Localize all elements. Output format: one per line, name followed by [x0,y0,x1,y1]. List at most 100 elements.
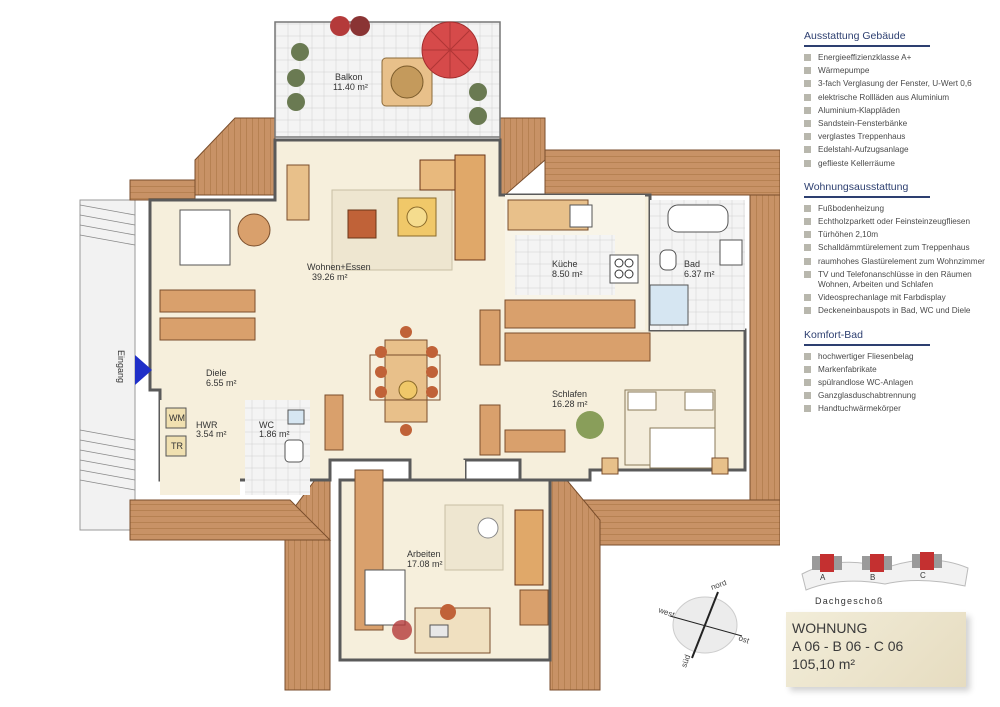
feature-text: verglastes Treppenhaus [818,132,906,142]
keyplan-building-c [912,552,942,570]
room-area-hwr: 3.54 m² [196,429,227,439]
bullet-icon [804,54,811,61]
feature-text: Aluminium-Klappläden [818,105,900,115]
bullet-icon [804,133,811,141]
floor-label: Dachgeschoß [815,596,884,606]
kitchen-furniture [507,199,639,284]
feature-text: Türhöhen 2,10m [818,230,879,240]
room-label-schlafen: Schlafen [552,389,587,399]
feature-text: raumhohes Glastürelement zum Wohnzimmer [818,256,985,266]
section-title-gebaeude: Ausstattung Gebäude [804,30,930,47]
room-area-schlafen: 16.28 m² [552,399,588,409]
feature-text: Edelstahl-Aufzugsanlage [818,145,909,155]
bullet-icon [804,159,811,167]
balcony [274,16,501,138]
feature-text: elektrische Rollläden aus Aluminium [818,92,950,102]
section-title-bad: Komfort-Bad [804,329,930,346]
feature-item: Ganzglasduschabtrennung [804,391,990,401]
feature-text: Deckeneinbauspots in Bad, WC und Diele [818,306,971,316]
bullet-icon [804,379,811,387]
bath-furniture [649,204,743,326]
list-gebaeude: Energieeffizienzklasse A+ Wärmepumpe 3-fac… [804,53,990,169]
compass: nord süd ost west [656,580,751,669]
entrance-arrow [135,355,152,385]
feature-text: Echtholzparkett oder Feinsteinzeugfliese… [818,217,971,227]
feature-item: geflieste Kellerräume [804,159,990,169]
keyplan-label-c: C [920,571,926,580]
feature-text: Handtuchwärmekörper [818,404,901,414]
feature-item: Videosprechanlage mit Farbdisplay [804,293,990,303]
bullet-icon [804,365,811,373]
bullet-icon [804,244,811,252]
feature-item: Türhöhen 2,10m [804,230,990,240]
bullet-icon [804,307,811,315]
bullet-icon [804,67,811,75]
bullet-icon [804,204,811,212]
feature-item: 3-fach Verglasung der Fenster, U-Wert 0,… [804,79,990,89]
roof-sections [129,117,780,691]
bullet-icon [804,80,811,88]
feature-item: Fußbodenheizung [804,204,990,214]
feature-item: TV und Telefonanschlüsse in den Räumen W… [804,270,990,290]
feature-text: Fußbodenheizung [818,203,885,213]
keyplan-building-b [862,554,892,572]
feature-text: Sandstein-Fensterbänke [818,119,908,129]
section-title-wohnung: Wohnungsausstattung [804,181,930,198]
feature-item: spülrandlose WC-Anlagen [804,378,990,388]
keyplan-label-b: B [870,573,875,582]
bullet-icon [804,405,811,413]
feature-item: Schalldämmtürelement zum Treppenhaus [804,243,990,253]
compass-east: ost [737,633,751,645]
feature-item: hochwertiger Fliesenbelag [804,352,990,362]
unit-title: WOHNUNG [792,620,868,636]
hwr-appliances [165,407,305,463]
room-label-hwr: HWR [196,420,218,430]
room-area-balkon: 11.40 m² [333,82,368,92]
feature-item: Echtholzparkett oder Feinsteinzeugfliese… [804,217,990,227]
feature-text: geflieste Kellerräume [818,158,895,168]
room-label-diele: Diele [206,368,227,378]
bullet-icon [804,93,811,101]
feature-text: Energieeffizienzklasse A+ [818,53,912,62]
compass-needle [691,591,719,659]
feature-text: TV und Telefonanschlüsse in den Räumen W… [818,269,972,290]
room-label-bad: Bad [684,259,700,269]
bullet-icon [804,231,811,239]
bedroom-furniture [576,389,729,475]
feature-item: Handtuchwärmekörper [804,404,990,414]
keyplan-building-a [812,554,842,572]
feature-item: raumhohes Glastürelement zum Wohnzimmer [804,257,990,267]
unit-area: 105,10 m² [792,656,856,672]
room-area-bad: 6.37 m² [684,269,715,279]
bullet-icon [804,120,811,128]
feature-panel: Ausstattung Gebäude Energieeffizienzklas… [790,30,990,427]
wm-label: WM [169,413,185,423]
room-label-balkon: Balkon [335,72,363,82]
feature-text: Ganzglasduschabtrennung [818,391,916,401]
room-label-wohnen: Wohnen+Essen [307,262,371,272]
feature-item: Energieeffizienzklasse A+ [804,53,990,63]
room-label-wc: WC [259,420,274,430]
floor-plan: Balkon 11.40 m² Wohnen+Essen 39.26 m² Kü… [79,16,780,691]
feature-item: verglastes Treppenhaus [804,132,990,142]
feature-text: Markenfabrikate [818,364,877,374]
feature-item: Wärmepumpe [804,66,990,76]
feature-item: Edelstahl-Aufzugsanlage [804,145,990,155]
bullet-icon [804,270,811,278]
bullet-icon [804,352,811,360]
bullet-icon [804,146,811,154]
feature-text: hochwertiger Fliesenbelag [818,351,914,361]
room-area-wc: 1.86 m² [259,429,290,439]
room-label-arbeiten: Arbeiten [407,549,441,559]
feature-item: Markenfabrikate [804,365,990,375]
building-keyplan: A B C [801,552,969,591]
dining-furniture [369,326,441,436]
unit-info-box: WOHNUNG A 06 - B 06 - C 06 105,10 m² [786,612,966,687]
room-area-diele: 6.55 m² [206,378,237,388]
unit-ids: A 06 - B 06 - C 06 [792,638,904,654]
keyplan-label-a: A [820,573,826,582]
feature-text: Videosprechanlage mit Farbdisplay [818,293,946,303]
room-area-kueche: 8.50 m² [552,269,583,279]
